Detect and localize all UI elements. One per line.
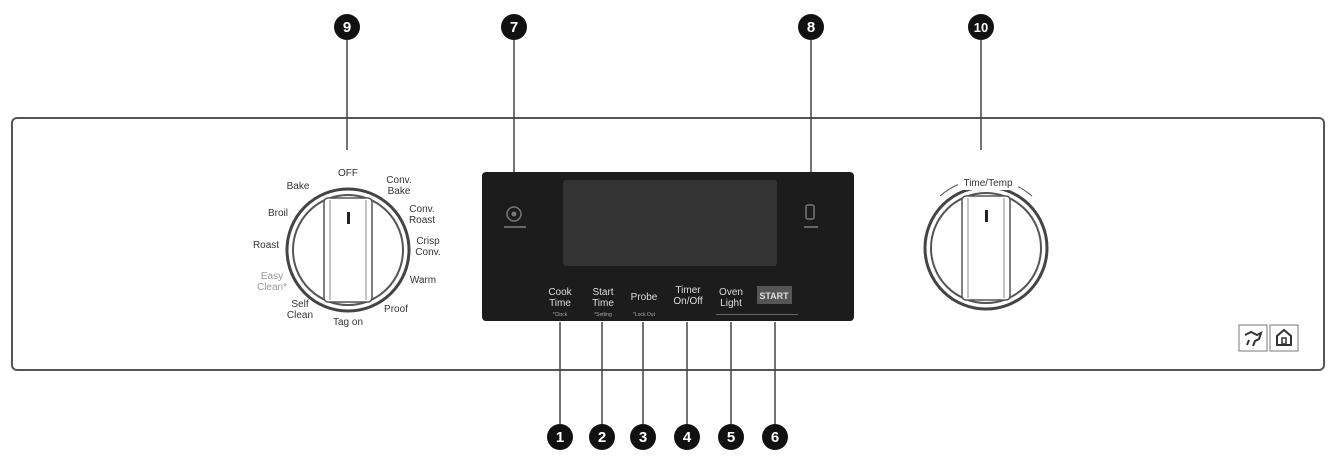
svg-text:Time: Time bbox=[592, 298, 614, 309]
svg-text:Bake: Bake bbox=[388, 186, 411, 197]
start-time-button[interactable]: Start Time *Setting bbox=[592, 287, 614, 318]
svg-text:*Clock: *Clock bbox=[553, 312, 568, 318]
svg-text:START: START bbox=[759, 291, 789, 301]
label-self-clean: Self bbox=[291, 299, 308, 310]
label-proof: Proof bbox=[384, 304, 408, 315]
time-temp-label: Time/Temp bbox=[963, 178, 1013, 189]
time-temp-knob[interactable] bbox=[923, 185, 1049, 311]
svg-text:On/Off: On/Off bbox=[673, 296, 702, 307]
svg-text:7: 7 bbox=[510, 19, 518, 36]
display-screen bbox=[563, 180, 777, 266]
label-roast: Roast bbox=[253, 240, 279, 251]
label-easy-clean: Easy bbox=[261, 271, 283, 282]
callout-4: 4 bbox=[674, 424, 700, 450]
remote-start-hint-line bbox=[716, 314, 798, 315]
svg-text:6: 6 bbox=[771, 429, 779, 446]
knob-indicator bbox=[985, 210, 988, 222]
svg-text:Timer: Timer bbox=[675, 285, 701, 296]
oven-light-button[interactable]: Oven Light bbox=[719, 287, 743, 309]
label-off: OFF bbox=[338, 168, 358, 179]
svg-text:Conv.: Conv. bbox=[415, 247, 440, 258]
svg-text:Cook: Cook bbox=[548, 287, 572, 298]
callout-2: 2 bbox=[589, 424, 615, 450]
svg-text:Start: Start bbox=[592, 287, 613, 298]
svg-text:*Setting: *Setting bbox=[594, 312, 612, 318]
svg-text:Light: Light bbox=[720, 298, 742, 309]
label-warm: Warm bbox=[410, 275, 436, 286]
timer-button[interactable]: Timer On/Off bbox=[673, 285, 702, 307]
callout-8: 8 bbox=[798, 14, 824, 40]
svg-text:2: 2 bbox=[598, 429, 606, 446]
certification-logo-icon bbox=[1238, 324, 1268, 352]
svg-text:4: 4 bbox=[683, 429, 692, 446]
callout-9: 9 bbox=[334, 14, 360, 40]
callout-10: 10 bbox=[968, 14, 994, 40]
svg-text:Oven: Oven bbox=[719, 287, 743, 298]
callout-7: 7 bbox=[501, 14, 527, 40]
svg-text:10: 10 bbox=[974, 20, 988, 35]
svg-text:Probe: Probe bbox=[631, 292, 658, 303]
callout-1: 1 bbox=[547, 424, 573, 450]
svg-text:3: 3 bbox=[639, 429, 647, 446]
knob-indicator bbox=[347, 212, 350, 224]
mode-knob[interactable] bbox=[285, 187, 411, 313]
svg-text:Clean*: Clean* bbox=[257, 282, 287, 293]
svg-text:9: 9 bbox=[343, 19, 351, 36]
label-conv-bake: Conv. bbox=[386, 175, 411, 186]
leader-lines bbox=[346, 40, 982, 425]
svg-text:Clean: Clean bbox=[287, 310, 313, 321]
svg-text:5: 5 bbox=[727, 429, 735, 446]
smart-diagnosis-icon[interactable] bbox=[504, 206, 526, 228]
start-button[interactable]: START bbox=[757, 286, 792, 304]
probe-button[interactable]: Probe *Lock Out bbox=[631, 292, 658, 318]
callout-3: 3 bbox=[630, 424, 656, 450]
callout-6: 6 bbox=[762, 424, 788, 450]
label-tag-on: Tag on bbox=[333, 317, 363, 328]
wifi-icon[interactable] bbox=[804, 204, 818, 228]
label-bake: Bake bbox=[287, 181, 310, 192]
label-conv-roast: Conv. bbox=[409, 204, 434, 215]
label-crisp-conv: Crisp bbox=[416, 236, 440, 247]
smart-home-logo-icon bbox=[1269, 324, 1299, 352]
svg-text:Roast: Roast bbox=[409, 215, 435, 226]
mode-knob-labels: OFF Bake Broil Roast Easy Clean* Self Cl… bbox=[253, 168, 441, 328]
cook-time-button[interactable]: Cook Time *Clock bbox=[548, 287, 572, 318]
svg-text:1: 1 bbox=[556, 429, 564, 446]
svg-text:*Lock Out: *Lock Out bbox=[633, 312, 656, 318]
svg-text:8: 8 bbox=[807, 19, 815, 36]
callout-5: 5 bbox=[718, 424, 744, 450]
svg-text:Time: Time bbox=[549, 298, 571, 309]
label-broil: Broil bbox=[268, 208, 288, 219]
